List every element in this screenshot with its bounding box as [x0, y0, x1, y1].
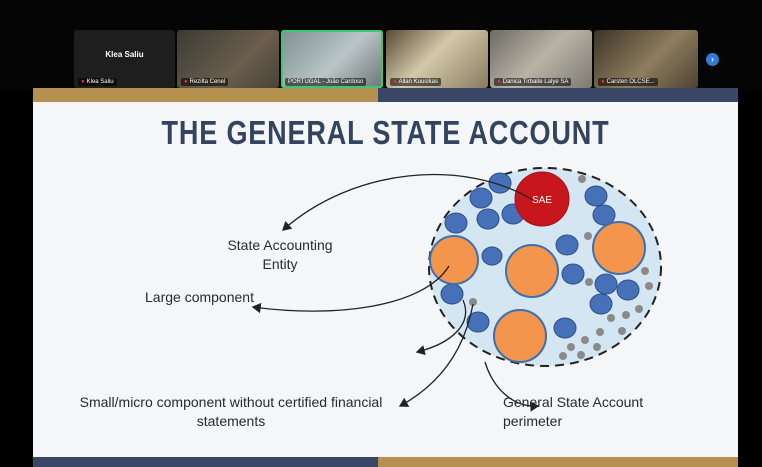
muted-mic-icon: ●: [81, 79, 85, 85]
label-large-component: Large component: [145, 289, 254, 305]
next-participants-button[interactable]: ›: [706, 53, 719, 66]
muted-mic-icon: ●: [601, 79, 605, 85]
medium-components: [440, 172, 640, 339]
participant-name: ●Klea Saliu: [78, 78, 117, 86]
label-small-micro-component: Small/micro component without certified …: [79, 394, 383, 429]
sae-label: SAE: [532, 195, 552, 206]
participant-tile[interactable]: ●Carsten OLCSE...: [594, 30, 698, 88]
sae-circle: [514, 171, 570, 227]
arrow-to-sae-label: [282, 173, 534, 231]
participant-name: PORTUGAL - João Cardoso: [285, 78, 367, 86]
arrow-to-medium-component: [415, 299, 467, 356]
label-state-accounting-entity: State Accounting Entity: [227, 237, 333, 272]
participant-tile-active-speaker[interactable]: PORTUGAL - João Cardoso: [281, 30, 383, 88]
slide-top-bar-gold: [33, 88, 378, 102]
participant-strip: Klea Saliu ●Klea Saliu ●Rezilta Cenel PO…: [0, 0, 762, 90]
label-general-state-account-perimeter: General State Account perimeter: [503, 394, 644, 429]
participant-name: ●Rezilta Cenel: [181, 78, 229, 86]
state-account-diagram: SAE: [251, 167, 662, 412]
participant-name: ●Carsten OLCSE...: [598, 78, 658, 86]
slide-bottom-bar-navy: [33, 457, 378, 467]
slide-title: THE GENERAL STATE ACCOUNT: [161, 114, 610, 151]
arrow-to-large-component-label: [251, 265, 450, 314]
participant-name: ●Danica Tirbaite Lalye SA: [494, 78, 572, 86]
large-components: [429, 221, 646, 363]
pointer-arrows: [251, 173, 540, 412]
participant-name: ●Allan Kuusikas: [390, 78, 441, 86]
participant-tile[interactable]: ●Rezilta Cenel: [177, 30, 279, 88]
muted-mic-icon: ●: [393, 79, 397, 85]
participant-display-name: Klea Saliu: [105, 50, 144, 59]
chevron-right-icon: ›: [711, 54, 714, 64]
participant-tile[interactable]: ●Danica Tirbaite Lalye SA: [490, 30, 592, 88]
shared-slide: THE GENERAL STATE ACCOUNT: [33, 88, 738, 467]
arrow-to-perimeter-label: [484, 361, 540, 412]
muted-mic-icon: ●: [184, 79, 188, 85]
arrow-to-small-micro-label: [398, 303, 474, 407]
participant-tile[interactable]: ●Allan Kuusikas: [386, 30, 488, 88]
slide-bottom-bar-gold: [378, 457, 738, 467]
muted-mic-icon: ●: [497, 79, 501, 85]
participant-tile[interactable]: Klea Saliu ●Klea Saliu: [74, 30, 175, 88]
slide-top-bar-navy: [378, 88, 738, 102]
small-components: [469, 175, 653, 360]
